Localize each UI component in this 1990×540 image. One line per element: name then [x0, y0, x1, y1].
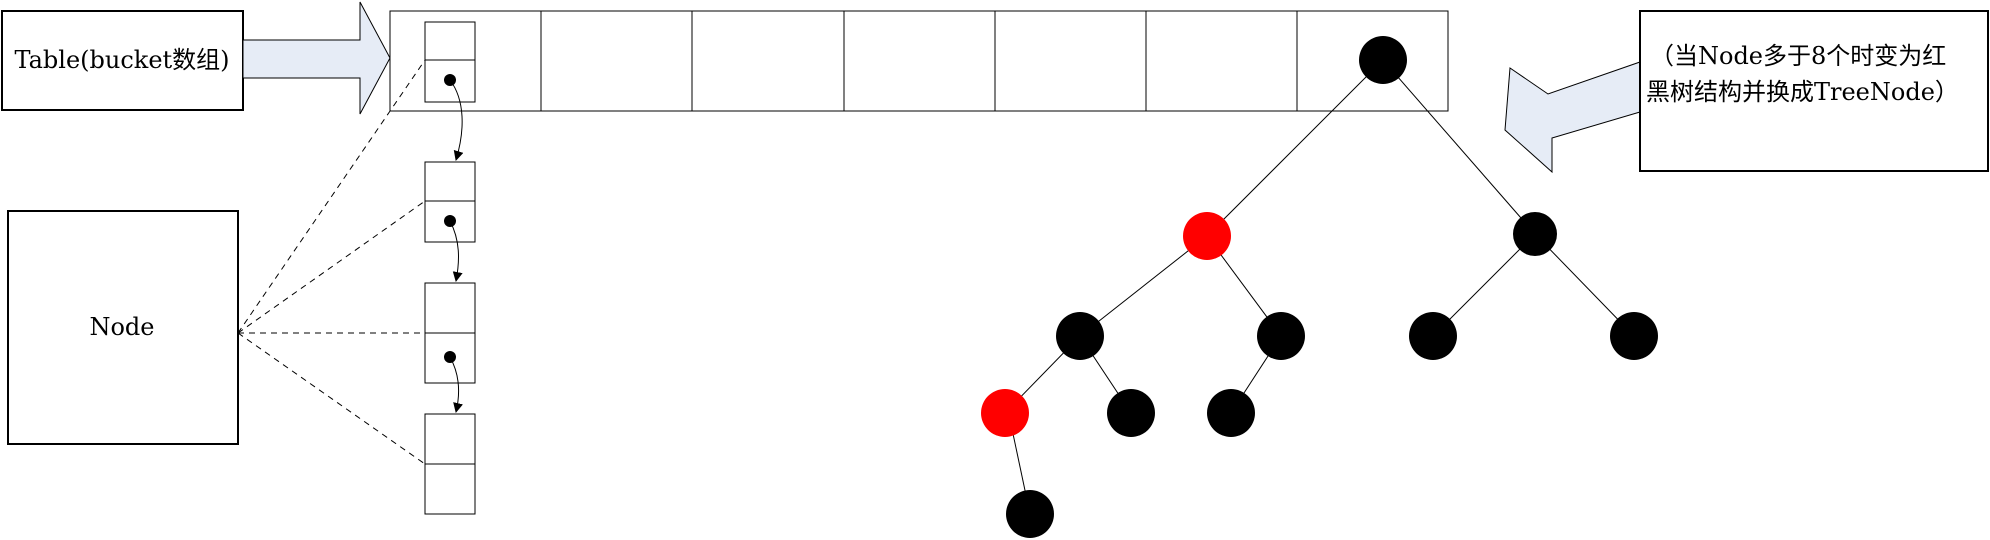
tree-node-black — [1257, 312, 1305, 360]
note-box — [1639, 10, 1989, 172]
list-node — [424, 282, 476, 384]
table-pointer-arrow — [242, 1, 391, 115]
table-label: Table(bucket数组) — [14, 46, 229, 74]
list-node — [424, 413, 476, 515]
dashed-connector — [237, 200, 426, 334]
node-connectors — [237, 59, 426, 465]
tree-node-red — [1183, 212, 1231, 260]
dashed-connector — [237, 59, 426, 334]
tree-node-black — [1359, 36, 1407, 84]
tree-node-black — [1610, 312, 1658, 360]
bucket-array — [389, 10, 1449, 112]
note-pointer-arrow — [1504, 61, 1641, 174]
node-label: Node — [89, 313, 154, 341]
tree-edge — [1079, 235, 1208, 337]
tree-node-black — [1513, 212, 1557, 256]
bucket-array-frame — [389, 10, 1449, 112]
tree-edge — [1382, 59, 1536, 235]
node-label-box — [7, 210, 239, 445]
dashed-connector — [237, 332, 426, 465]
tree-node-black — [1056, 312, 1104, 360]
tree-edge — [1206, 59, 1384, 237]
note-line-2: 黑树结构并换成TreeNode） — [1646, 78, 1959, 106]
tree-node-black — [1006, 490, 1054, 538]
table-label-box — [1, 10, 244, 111]
next-pointer-arrow — [449, 79, 464, 161]
note-line-1: （当Node多于8个时变为红 — [1650, 42, 1946, 70]
tree-node-black — [1107, 389, 1155, 437]
tree-node-red — [981, 389, 1029, 437]
tree-edge — [1432, 233, 1536, 337]
tree-node-black — [1409, 312, 1457, 360]
tree-nodes — [981, 36, 1658, 538]
linked-list — [424, 21, 476, 515]
tree-node-black — [1207, 389, 1255, 437]
list-node — [424, 21, 476, 103]
next-pointer-arrow — [449, 356, 463, 413]
list-node — [424, 161, 476, 243]
next-pointer-arrow — [449, 220, 463, 282]
